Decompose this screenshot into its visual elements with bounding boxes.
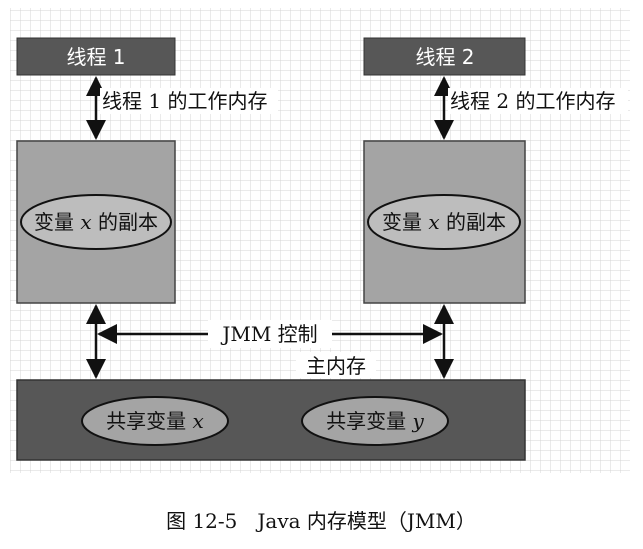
shared-var-x-ellipse	[81, 396, 229, 446]
shared-var-y-label: 共享变量 y	[326, 409, 424, 433]
thread2-copy-ellipse	[367, 194, 521, 250]
main-memory-label: 主内存	[306, 354, 366, 378]
thread1-copy-ellipse	[20, 194, 172, 250]
thread1-copy-label: 变量 x 的副本	[34, 210, 158, 234]
figure-caption: 图 12-5 Java 内存模型（JMM）	[166, 509, 476, 533]
thread1-bar	[16, 37, 176, 76]
shared-var-y-ellipse	[301, 396, 449, 446]
jmm-control-label: JMM 控制	[220, 322, 317, 346]
thread2-label: 线程 2	[415, 45, 474, 69]
shared-var-x-label: 共享变量 x	[106, 409, 204, 433]
thread2-copy-label: 变量 x 的副本	[382, 210, 506, 234]
thread2-memory-label: 线程 2 的工作内存	[450, 89, 615, 113]
thread2-bar	[363, 37, 526, 76]
thread1-memory-label: 线程 1 的工作内存	[102, 89, 267, 113]
thread1-label: 线程 1	[66, 45, 125, 69]
